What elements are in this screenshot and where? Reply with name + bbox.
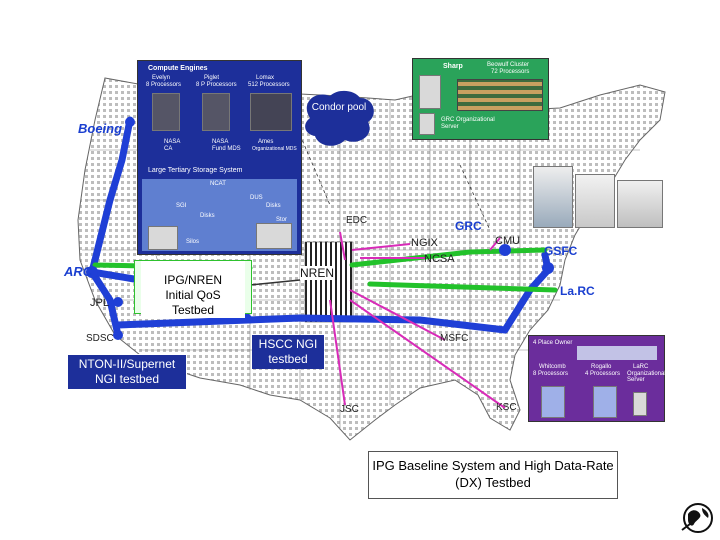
site-nren: NREN [300, 266, 335, 280]
storage-item: Disks [266, 203, 281, 209]
cluster-name: Beowulf Cluster [487, 62, 530, 68]
storage-item: DUS [250, 195, 263, 201]
node-name: Ames [258, 139, 274, 145]
compute-engines-title: Compute Engines [148, 65, 208, 72]
site-jsc: JSC [340, 404, 359, 415]
machine-name: Lomax [256, 75, 275, 81]
grc-org-label: GRC Organizational Server [441, 117, 495, 130]
site-boeing: Boeing [78, 121, 123, 136]
lomax-image [250, 93, 292, 131]
gsfc-server-image [527, 160, 667, 232]
larc-machine-name: Whitcomb [539, 364, 566, 370]
whitcomb-image [541, 386, 565, 418]
condor-pool-cloud [305, 90, 374, 146]
site-larc: La.RC [560, 284, 595, 298]
larc-machine-name: Rogallo [591, 364, 612, 370]
site-nodes [86, 117, 554, 340]
larc-machine-desc: Organizational Server [627, 371, 666, 383]
hscc-testbed-label: HSCC NGI testbed [252, 335, 324, 369]
storage-item: Stor [276, 217, 288, 223]
silo-image [148, 226, 178, 250]
larc-machine-name: LaRC [633, 364, 649, 370]
larc-panel: 4 Place Owner Whitcomb 8 Processors Roga… [528, 335, 666, 422]
grc-server-image [419, 113, 435, 135]
evelyn-image [152, 93, 180, 131]
piglet-image [202, 93, 230, 131]
machine-name: Evelyn [152, 75, 171, 81]
site-msfc: MSFC [440, 333, 469, 344]
site-sdsc: SDSC [86, 333, 114, 344]
larc-panel-title: 4 Place Owner [533, 340, 573, 346]
site-edc: EDC [346, 215, 368, 226]
machine-desc: 8 P Processors [196, 82, 237, 88]
site-ngix: NGIX [411, 237, 438, 249]
silo-image [256, 223, 292, 249]
storage-item: NCAT [210, 181, 226, 187]
silos-label: Silos [186, 239, 200, 245]
nton-testbed-label: NTON-II/Supernet NGI testbed [67, 354, 187, 390]
rogallo-image [593, 386, 617, 418]
sharp-title: Sharp [443, 63, 463, 70]
node-desc: Fund MDS [212, 146, 241, 152]
site-grc: GRC [455, 219, 482, 233]
ipg-nren-testbed-label: IPG/NREN Initial QoS Testbed [141, 261, 245, 318]
site-arc: ARC [64, 264, 93, 279]
machine-name: Piglet [204, 75, 220, 81]
magenta-links [329, 231, 506, 409]
site-gsfc: GSFC [544, 244, 578, 258]
node-name: NASA [164, 139, 181, 145]
larc-machine-desc: 4 Processors [585, 371, 621, 377]
site-jpl: JPL [90, 297, 109, 309]
larc-server-image [633, 392, 647, 416]
nren-hub [304, 241, 354, 323]
node-name: NASA [212, 139, 229, 145]
site-cmu: CMU [495, 235, 521, 247]
storage-title: Large Tertiary Storage System [148, 167, 243, 174]
machine-desc: 512 Processors [248, 82, 290, 88]
cluster-desc: 72 Processors [491, 69, 530, 75]
machine-desc: 8 Processors [146, 82, 182, 88]
site-ncsa: NCSA [424, 253, 455, 265]
ipg-nren-testbed: IPG/NREN Initial QoS Testbed [134, 260, 252, 318]
larc-banner [577, 346, 657, 360]
beowulf-cluster-image [457, 79, 543, 111]
node-desc: Organizational MDS [252, 146, 297, 152]
site-ksc: KSC [496, 402, 517, 413]
node-desc: CA [164, 146, 173, 152]
storage-item: Disks [200, 213, 215, 219]
sharp-image [419, 75, 441, 109]
grc-sharp-panel: Sharp Beowulf Cluster 72 Processors GRC … [412, 58, 549, 140]
globe-logo-icon [681, 503, 713, 533]
compute-engines-panel: Compute Engines Evelyn 8 Processors Pigl… [137, 60, 302, 255]
condor-pool-label: Condor pool [311, 102, 367, 113]
diagram-caption: IPG Baseline System and High Data-Rate (… [368, 451, 618, 499]
larc-machine-desc: 8 Processors [533, 371, 569, 377]
storage-item: SGI [176, 203, 187, 209]
